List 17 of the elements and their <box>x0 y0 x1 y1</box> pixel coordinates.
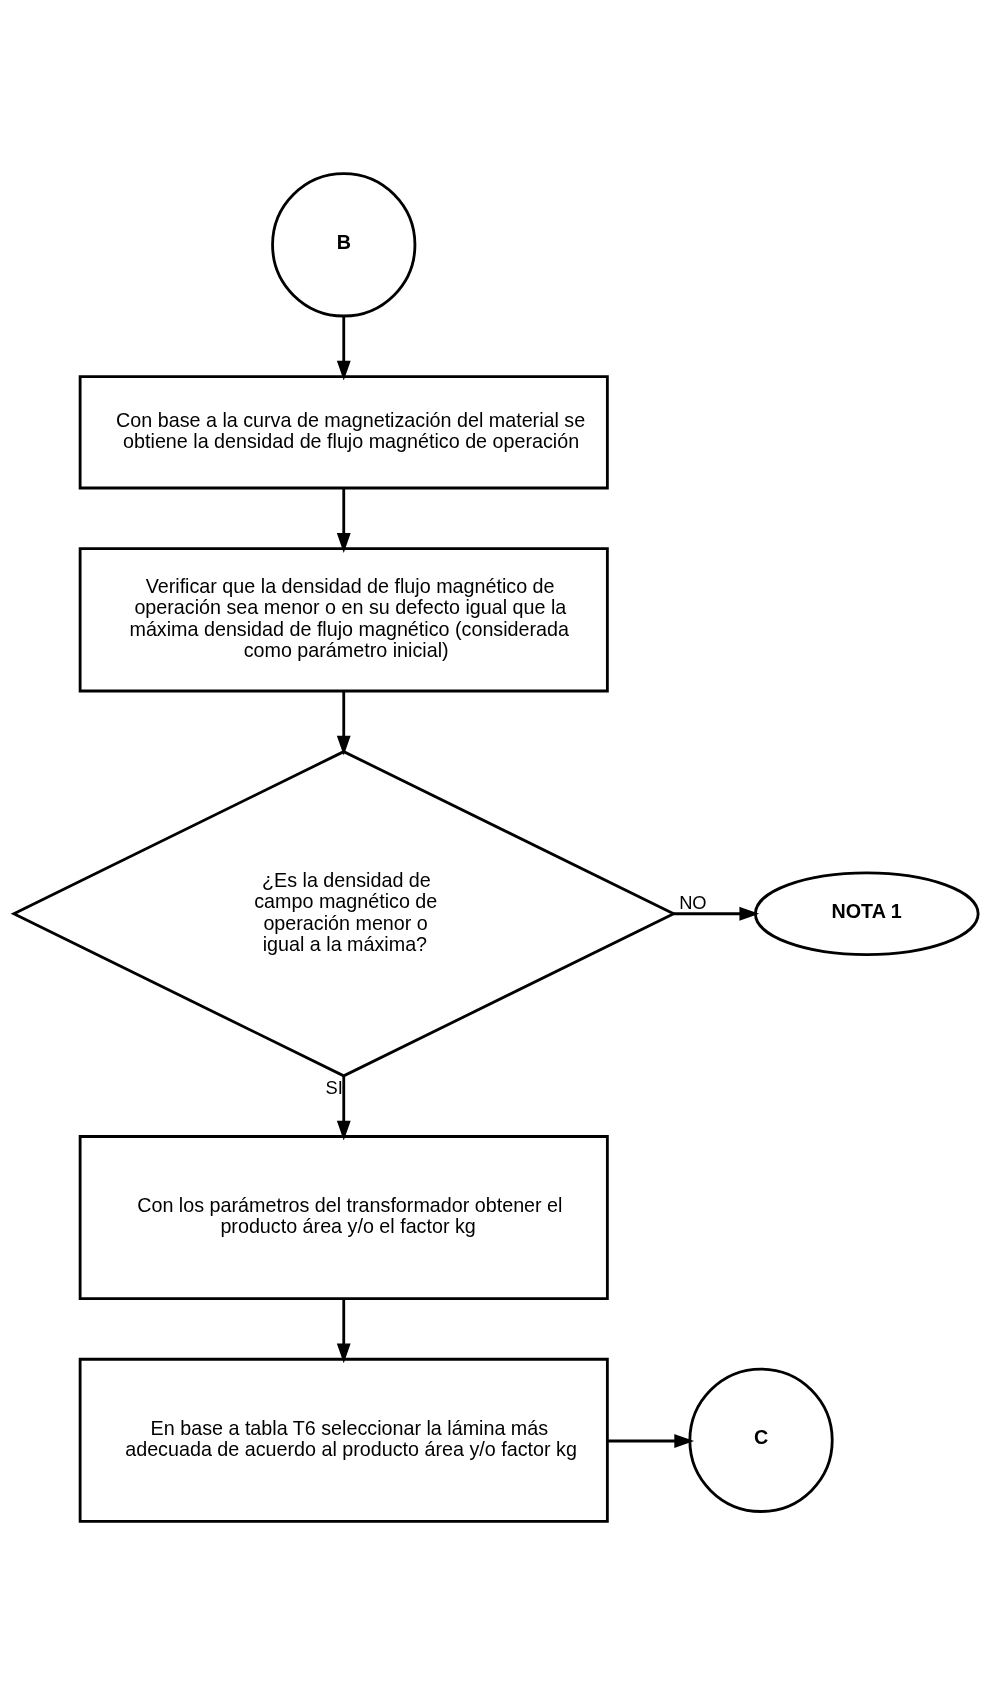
node-ellipse: NOTA 1 <box>754 870 980 956</box>
node-box: Con base a la curva de magnetización del material se obtiene la densidad de flujo magnético de operación <box>78 374 609 489</box>
node-box: Verificar que la densidad de flujo magnético de operación sea menor o en su defecto igual que la máxima densidad de flujo magnético (considerada como parámetro inicial) <box>78 546 609 692</box>
edge-label: SI <box>325 1076 343 1098</box>
arrow <box>336 487 351 553</box>
arrow <box>336 1075 351 1141</box>
node-circle: B <box>271 171 417 317</box>
node-circle: C <box>688 1367 834 1513</box>
arrow <box>336 690 351 755</box>
arrow <box>607 1433 695 1448</box>
edge-label: NO <box>679 891 707 913</box>
node-box: Con los parámetros del transformador obtener el producto área y/o el factor kg <box>78 1134 609 1300</box>
node-box: En base a tabla T6 seleccionar la lámina más adecuada de acuerdo al producto área y/o factor kg <box>78 1357 609 1523</box>
arrow <box>673 906 760 921</box>
arrow <box>336 315 351 381</box>
node-diamond: ¿Es la densidad de campo magnético de operación menor o igual a la máxima? <box>10 749 677 1077</box>
arrow <box>336 1298 351 1363</box>
